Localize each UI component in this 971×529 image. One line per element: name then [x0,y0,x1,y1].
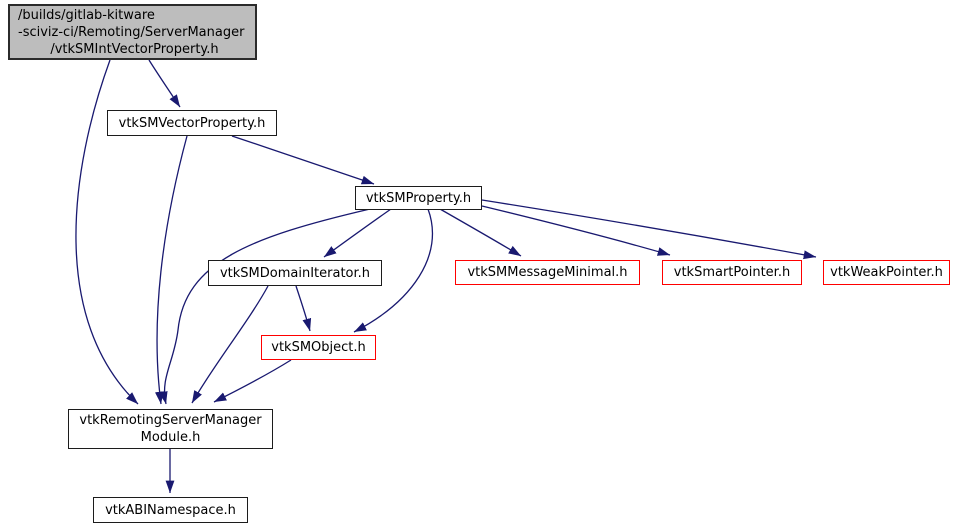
edge-domainiterator-to-module [191,285,269,404]
node-vtksmobject[interactable]: vtkSMObject.h [261,335,376,360]
edge-property-to-smartpointer [481,205,671,256]
node-root-vtksmintvectorproperty: /builds/gitlab-kitware -sciviz-ci/Remoti… [8,4,257,60]
edge-domainiterator-to-smobject [295,285,312,332]
edge-property-to-weakpointer [481,199,817,260]
edge-property-to-module [158,208,371,405]
node-vtkabinamespace[interactable]: vtkABINamespace.h [93,497,248,523]
node-vtkweakpointer[interactable]: vtkWeakPointer.h [823,260,950,285]
root-label-line-2: -sciviz-ci/Remoting/ServerManager [18,24,245,40]
node-vtksmproperty[interactable]: vtkSMProperty.h [355,186,482,210]
edge-root-to-vectorproperty [148,59,181,108]
node-vtksmvectorproperty[interactable]: vtkSMVectorProperty.h [107,110,277,136]
edge-vectorproperty-to-property [231,135,375,185]
node-vtksmartpointer[interactable]: vtkSmartPointer.h [662,260,802,285]
edge-property-to-domainiterator [323,208,392,258]
node-vtksmdomainiterator[interactable]: vtkSMDomainIterator.h [208,260,382,286]
module-label-line-1: vtkRemotingServerManager [79,413,262,428]
root-label-line-3: /vtkSMIntVectorProperty.h [50,41,219,57]
edge-property-to-smobject [353,208,433,333]
node-vtkremotingservermanagermodule[interactable]: vtkRemotingServerManager Module.h [68,409,273,449]
root-label-line-1: /builds/gitlab-kitware [18,7,155,23]
node-vtksmmessageminimal[interactable]: vtkSMMessageMinimal.h [455,260,640,285]
edge-root-to-module [75,59,139,405]
module-label-line-2: Module.h [140,430,201,445]
edge-smobject-to-module [213,359,292,403]
edge-vectorproperty-to-module [155,135,188,405]
edge-property-to-messageminimal [439,208,522,257]
